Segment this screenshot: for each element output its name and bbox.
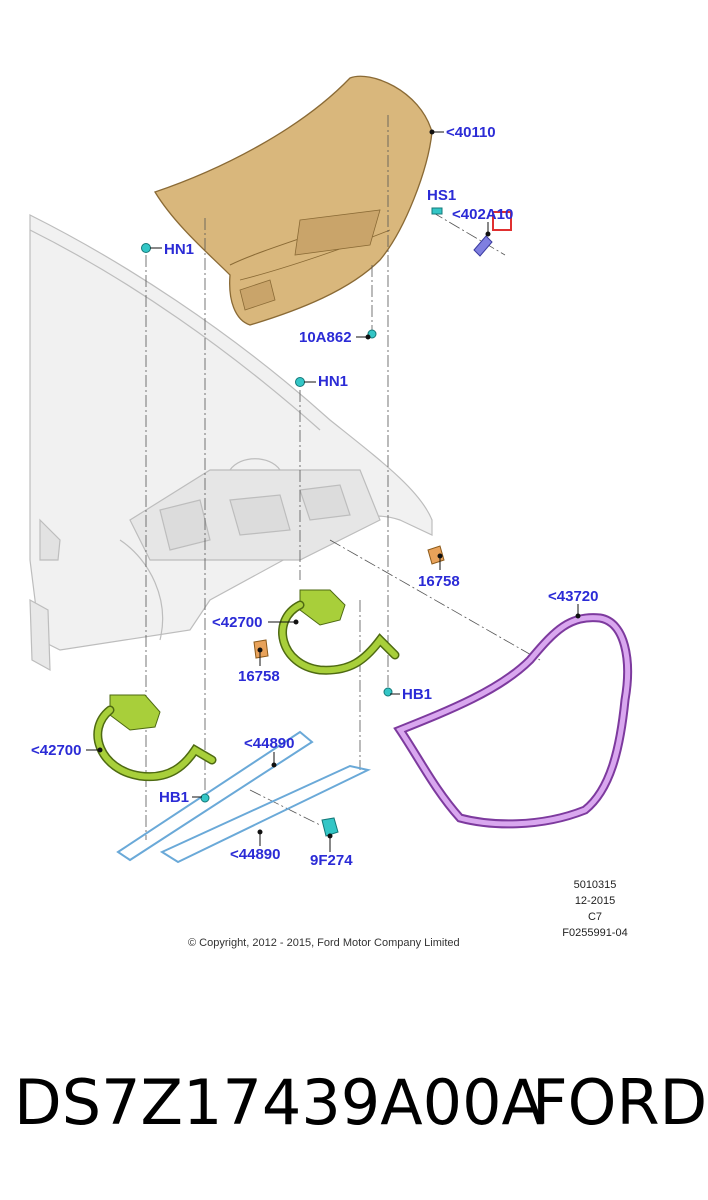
- callout-402a10[interactable]: <402A10: [452, 206, 514, 223]
- torsion-rods: [116, 730, 372, 864]
- callout-10a862[interactable]: 10A862: [299, 329, 352, 346]
- parts-diagram: [29, 75, 633, 864]
- callout-hb1-right[interactable]: HB1: [402, 686, 433, 703]
- meta-code-4: F0255991-04: [562, 927, 628, 939]
- brand-name: FORD: [532, 1066, 708, 1139]
- callout-16758-left[interactable]: 16758: [238, 668, 280, 685]
- car-body: [29, 214, 433, 672]
- highlight-marker: [492, 211, 512, 231]
- callout-44890-lower[interactable]: <44890: [230, 846, 281, 863]
- callout-hn1-top[interactable]: HN1: [164, 241, 195, 258]
- meta-code-1: 5010315: [573, 879, 617, 891]
- hinge-lower: [93, 694, 217, 782]
- callout-9f274[interactable]: 9F274: [310, 852, 353, 869]
- callout-44890-upper[interactable]: <44890: [244, 735, 295, 752]
- callout-43720[interactable]: <43720: [548, 588, 599, 605]
- meta-code-3: C7: [587, 911, 603, 923]
- callout-42700-lower[interactable]: <42700: [31, 742, 82, 759]
- callout-hn1-mid[interactable]: HN1: [318, 373, 349, 390]
- callout-40110[interactable]: <40110: [446, 124, 496, 141]
- part-number: DS7Z17439A00A: [14, 1066, 544, 1139]
- meta-code-2: 12-2015: [574, 895, 616, 907]
- callout-leaders: [86, 129, 581, 852]
- callout-hs1[interactable]: HS1: [427, 187, 457, 204]
- callout-16758-right[interactable]: 16758: [418, 573, 460, 590]
- fasteners: [141, 207, 493, 837]
- callout-42700-upper[interactable]: <42700: [212, 614, 263, 631]
- copyright-notice: © Copyright, 2012 - 2015, Ford Motor Com…: [188, 937, 460, 949]
- leader-lines: [145, 115, 541, 840]
- trunk-lid: [154, 75, 433, 326]
- hinge-upper: [278, 589, 400, 675]
- callout-hb1-left[interactable]: HB1: [159, 789, 190, 806]
- weatherstrip-seal: [393, 613, 633, 829]
